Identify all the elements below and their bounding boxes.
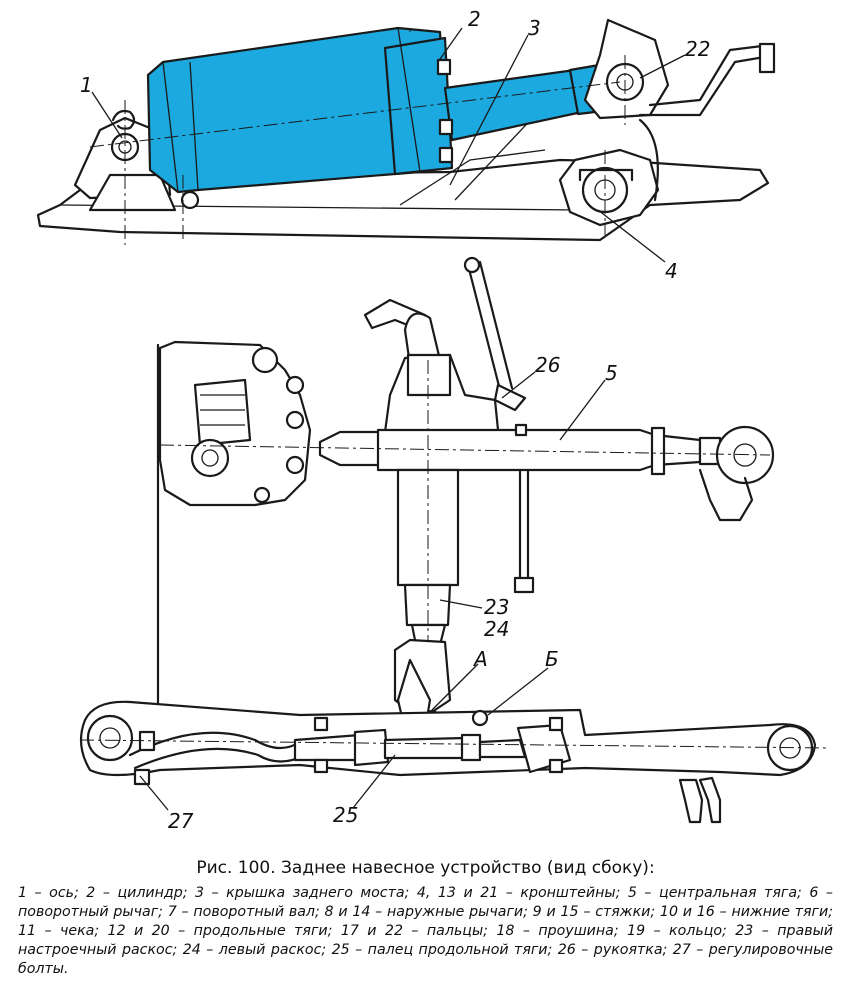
central-link [318,423,775,522]
label-3: 3 [528,16,541,40]
caption-title: Рис. 100. Заднее навесное устройство (ви… [196,858,655,878]
top-assembly [36,18,776,245]
label-1: 1 [80,73,93,97]
caption-legend: 1 – ось; 2 – цилиндр; 3 – крышка заднего… [18,885,833,977]
label-4: 4 [665,259,678,283]
label-5: 5 [605,361,618,385]
label-25: 25 [333,803,358,827]
part-labels: 1 2 3 22 4 26 5 23 24 А Б 25 27 [80,7,710,833]
label-2: 2 [468,7,481,31]
label-22: 22 [685,37,710,61]
label-26: 26 [535,353,560,377]
label-23: 23 [484,595,509,619]
bottom-assembly [79,256,831,824]
label-A: А [472,647,488,671]
technical-drawing: 1 2 3 22 4 26 5 23 24 А Б 25 27 [36,7,831,833]
rotary-shaft-bracket [558,118,660,227]
lever-bracket [583,18,776,120]
figure-caption: Рис. 100. Заднее навесное устройство (ви… [18,858,833,979]
leader-lines [91,27,686,811]
adjustable-brace [396,468,460,647]
label-24: 24 [484,617,509,641]
hydraulic-cylinder [146,26,614,210]
label-B: Б [545,647,559,671]
label-27: 27 [168,809,194,833]
